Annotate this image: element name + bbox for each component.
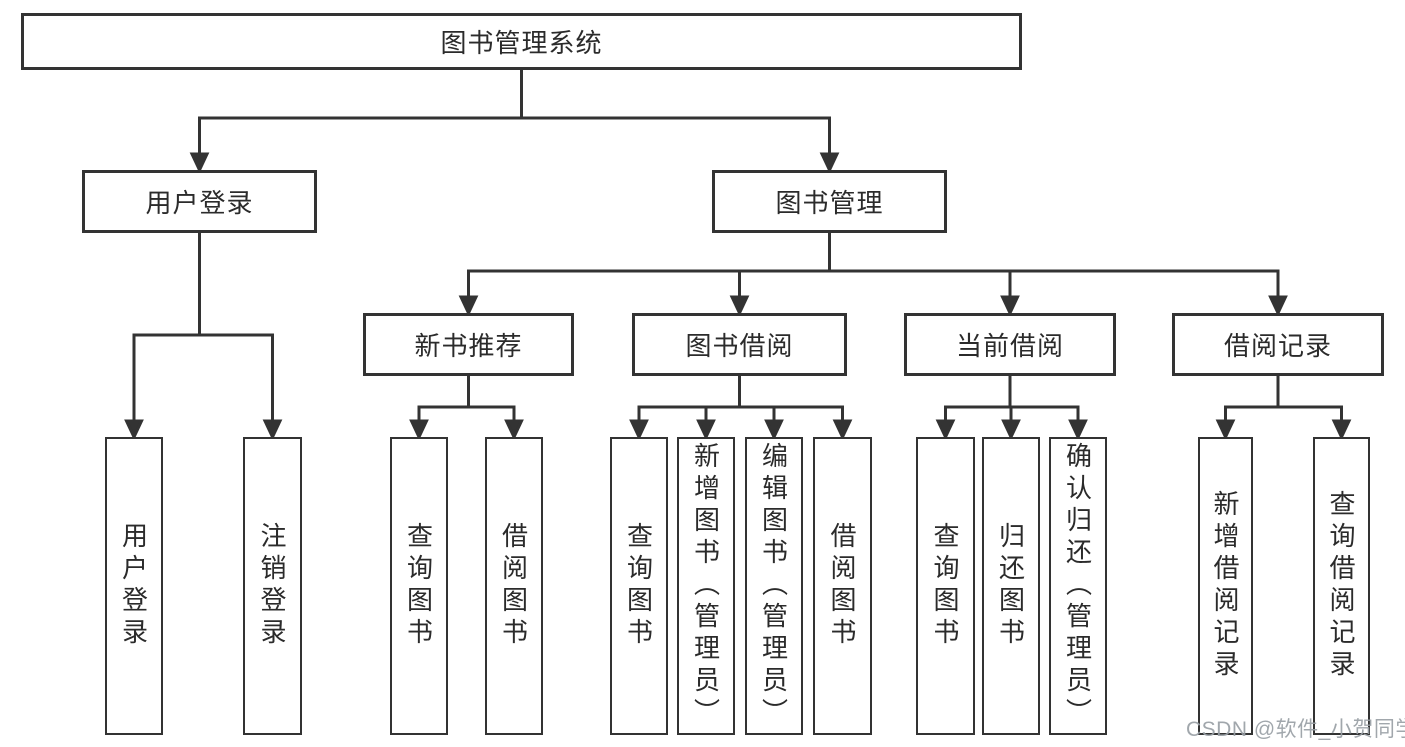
node-book-management: 图书管理 (712, 170, 947, 233)
node-leaf-query-borrow-record: 查询借阅记录 (1313, 437, 1370, 735)
csdn-watermark: CSDN @软件_小贺同学 (1186, 718, 1405, 741)
node-new-book-recommend: 新书推荐 (363, 313, 574, 376)
node-root-system: 图书管理系统 (21, 13, 1022, 70)
node-leaf-borrow-books-recommend: 借阅图书 (485, 437, 543, 735)
node-leaf-query-books-recommend: 查询图书 (390, 437, 448, 735)
node-book-borrowing: 图书借阅 (632, 313, 847, 376)
node-leaf-confirm-return-admin: 确认归还（管理员） (1049, 437, 1107, 735)
node-user-login: 用户登录 (82, 170, 317, 233)
node-current-borrowing: 当前借阅 (904, 313, 1116, 376)
node-leaf-edit-books-admin: 编辑图书（管理员） (745, 437, 803, 735)
node-leaf-return-books: 归还图书 (982, 437, 1040, 735)
node-leaf-borrow-books-borrowing: 借阅图书 (813, 437, 872, 735)
node-leaf-add-books-admin: 新增图书（管理员） (677, 437, 735, 735)
node-borrowing-records: 借阅记录 (1172, 313, 1384, 376)
node-leaf-logout: 注销登录 (243, 437, 302, 735)
node-leaf-query-books-current: 查询图书 (916, 437, 975, 735)
node-leaf-query-books-borrowing: 查询图书 (610, 437, 668, 735)
node-leaf-add-borrow-record: 新增借阅记录 (1198, 437, 1253, 735)
node-leaf-user-login: 用户登录 (105, 437, 163, 735)
